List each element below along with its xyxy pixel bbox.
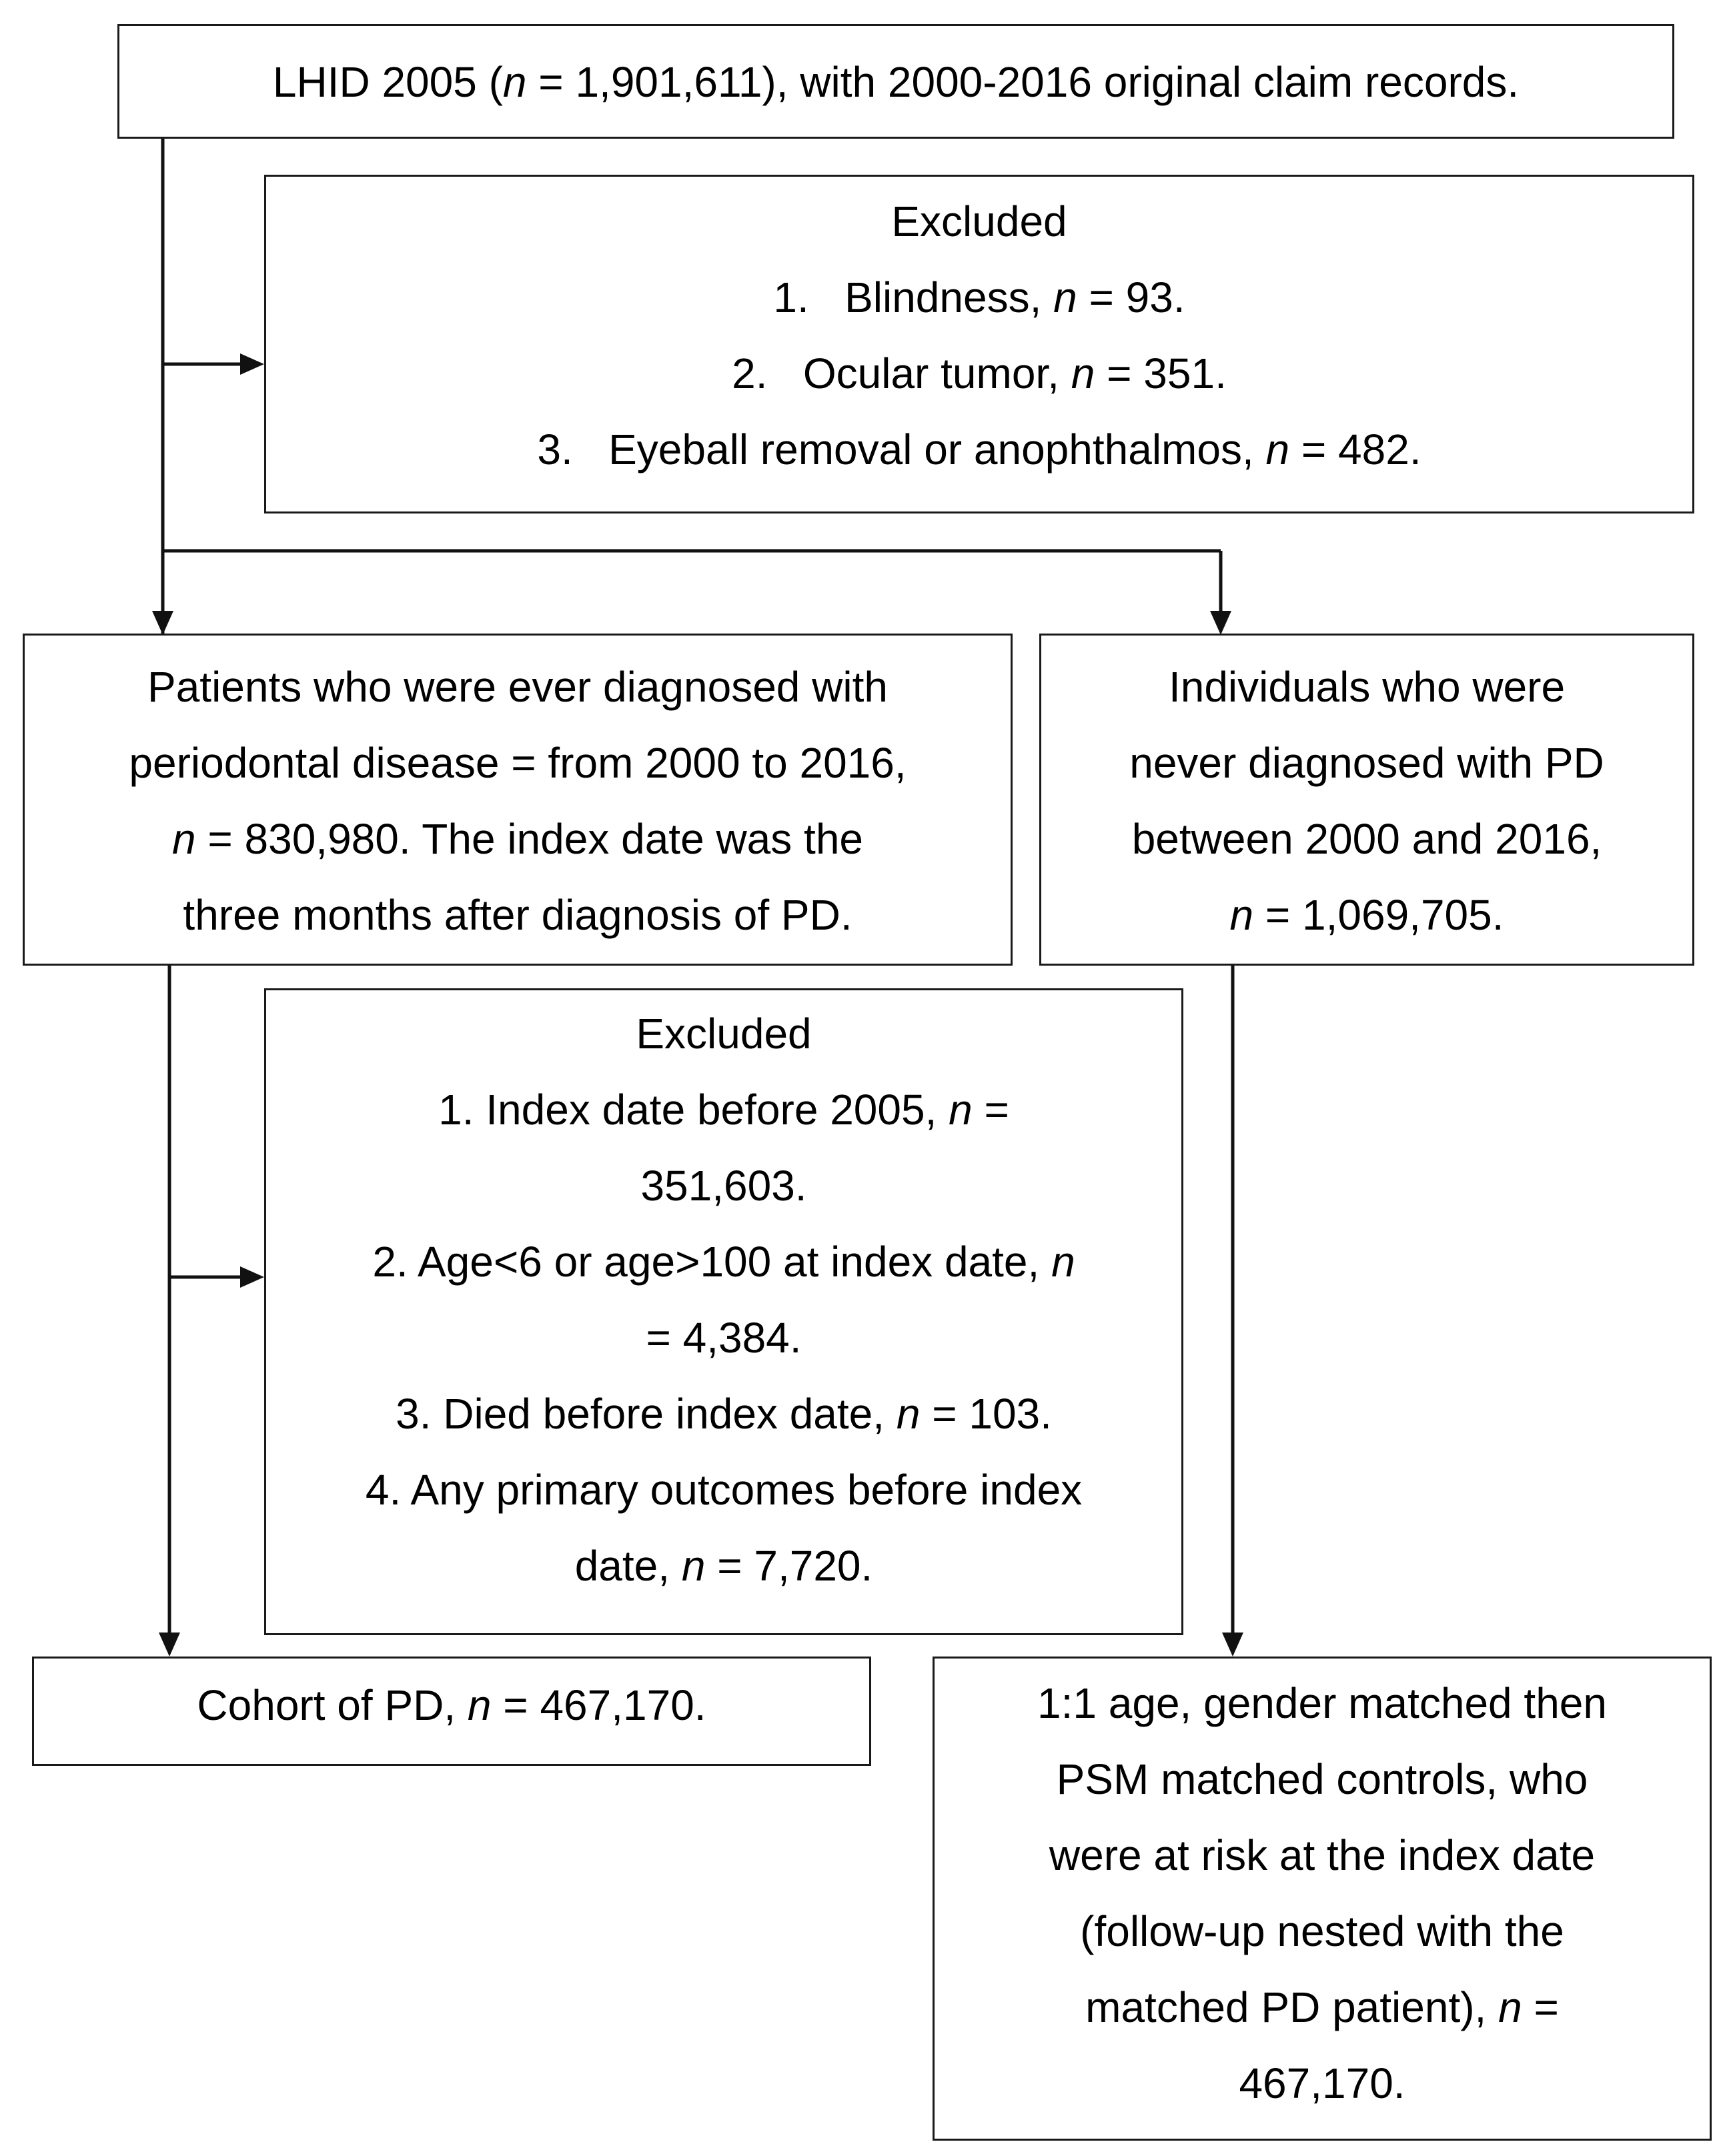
- exclusion-2-heading: Excluded: [636, 1010, 812, 1058]
- exclusion-2-line: 4. Any primary outcomes before index: [365, 1466, 1083, 1514]
- exclusion-box-2: Excluded 1. Index date before 2005, n = …: [264, 988, 1183, 1635]
- control-box-n-label: n: [1498, 1983, 1522, 2031]
- exclusion-1-item: 1. Blindness, n = 93.: [266, 259, 1692, 335]
- exclusion-1-item-n: n: [1265, 425, 1290, 473]
- exclusion-1-item-text: Eyeball removal or anophthalmos,: [608, 425, 1266, 473]
- exclusion-2-n-label: n: [896, 1390, 921, 1438]
- nonpd-box-line: Individuals who were: [1168, 663, 1566, 711]
- exclusion-2-line: 3. Died before index date, n = 103.: [266, 1376, 1181, 1452]
- pd-box-line: n = 830,980. The index date was the: [25, 801, 1011, 877]
- source-n-label: n: [502, 58, 527, 106]
- exclusion-1-item-value: = 93.: [1077, 273, 1185, 321]
- exclusion-2-text: 2. Age<6 or age>100 at index date,: [372, 1238, 1052, 1286]
- cohort-text-pre: Cohort of PD,: [197, 1681, 468, 1729]
- exclusion-1-item-n: n: [1053, 273, 1077, 321]
- exclusion-2-line: 1. Index date before 2005, n =: [266, 1072, 1181, 1148]
- source-text-pre: LHID 2005 (: [272, 58, 503, 106]
- cohort-text: Cohort of PD, n = 467,170.: [34, 1659, 869, 1752]
- control-box-line: 1:1 age, gender matched then: [1037, 1679, 1607, 1727]
- pd-box-line: three months after diagnosis of PD.: [183, 891, 852, 939]
- exclusion-2-n-label: n: [949, 1086, 973, 1134]
- exclusion-1-item-text: Blindness,: [844, 273, 1054, 321]
- arrowhead-exclusion-1: [240, 353, 264, 375]
- pd-box-line: Patients who were ever diagnosed with: [147, 663, 888, 711]
- arrowhead-control-box: [1222, 1633, 1243, 1657]
- exclusion-2-text: date,: [574, 1542, 682, 1590]
- control-box-line: 467,170.: [1239, 2059, 1405, 2107]
- control-box-line: (follow-up nested with the: [1080, 1907, 1564, 1955]
- nonpd-box-count: = 1,069,705.: [1253, 891, 1504, 939]
- matched-controls-box: 1:1 age, gender matched then PSM matched…: [933, 1657, 1712, 2141]
- exclusion-1-item-value: = 351.: [1095, 349, 1227, 397]
- pd-box-n-label: n: [171, 815, 196, 863]
- exclusion-1-heading: Excluded: [891, 197, 1067, 245]
- exclusion-2-text: = 7,720.: [705, 1542, 873, 1590]
- exclusion-2-line: 351,603.: [640, 1162, 807, 1210]
- control-box-line: PSM matched controls, who: [1056, 1755, 1588, 1803]
- pd-box-count: = 830,980. The index date was the: [195, 815, 864, 863]
- arrowhead-nonpd-box: [1210, 611, 1231, 635]
- exclusion-2-text: = 103.: [920, 1390, 1052, 1438]
- exclusion-2-text: 1. Index date before 2005,: [438, 1086, 949, 1134]
- cohort-count: = 467,170.: [491, 1681, 706, 1729]
- nonpd-box-n-label: n: [1229, 891, 1254, 939]
- exclusion-1-item-number: 1.: [773, 273, 809, 321]
- exclusion-1-item-text: Ocular tumor,: [802, 349, 1071, 397]
- nonpd-box-line: n = 1,069,705.: [1041, 877, 1692, 953]
- exclusion-2-line: = 4,384.: [646, 1314, 802, 1362]
- control-box-line: were at risk at the index date: [1049, 1831, 1596, 1879]
- exclusion-2-line: 2. Age<6 or age>100 at index date, n: [266, 1224, 1181, 1300]
- non-pd-individuals-box: Individuals who were never diagnosed wit…: [1039, 634, 1694, 966]
- exclusion-2-line: date, n = 7,720.: [266, 1528, 1181, 1604]
- exclusion-2-n-label: n: [681, 1542, 706, 1590]
- pd-cohort-box: Cohort of PD, n = 467,170.: [32, 1657, 871, 1766]
- exclusion-1-item-number: 3.: [537, 425, 573, 473]
- control-box-text: matched PD patient),: [1085, 1983, 1499, 2031]
- nonpd-box-line: never diagnosed with PD: [1129, 739, 1604, 787]
- exclusion-box-1: Excluded 1. Blindness, n = 93. 2. Ocular…: [264, 175, 1694, 513]
- exclusion-1-item-number: 2.: [732, 349, 768, 397]
- arrowhead-pd-box: [152, 611, 173, 635]
- exclusion-2-n-label: n: [1051, 1238, 1075, 1286]
- control-box-text: =: [1522, 1983, 1559, 2031]
- nonpd-box-line: between 2000 and 2016,: [1131, 815, 1602, 863]
- pd-patients-box: Patients who were ever diagnosed with pe…: [23, 634, 1013, 966]
- source-population-text: LHID 2005 (n = 1,901,611), with 2000-201…: [119, 26, 1672, 138]
- exclusion-2-text: 3. Died before index date,: [396, 1390, 897, 1438]
- arrowhead-exclusion-2: [240, 1266, 264, 1288]
- pd-box-line: periodontal disease = from 2000 to 2016,: [129, 739, 907, 787]
- arrowhead-cohort-box: [159, 1633, 180, 1657]
- source-text-post: = 1,901,611), with 2000-2016 original cl…: [526, 58, 1520, 106]
- exclusion-1-item-value: = 482.: [1289, 425, 1421, 473]
- control-box-line: matched PD patient), n =: [935, 1969, 1710, 2045]
- exclusion-1-item: 3. Eyeball removal or anophthalmos, n = …: [266, 411, 1692, 487]
- exclusion-2-text: =: [972, 1086, 1009, 1134]
- exclusion-1-item-n: n: [1071, 349, 1095, 397]
- exclusion-1-item: 2. Ocular tumor, n = 351.: [266, 335, 1692, 411]
- source-population-box: LHID 2005 (n = 1,901,611), with 2000-201…: [117, 24, 1674, 139]
- cohort-n-label: n: [467, 1681, 492, 1729]
